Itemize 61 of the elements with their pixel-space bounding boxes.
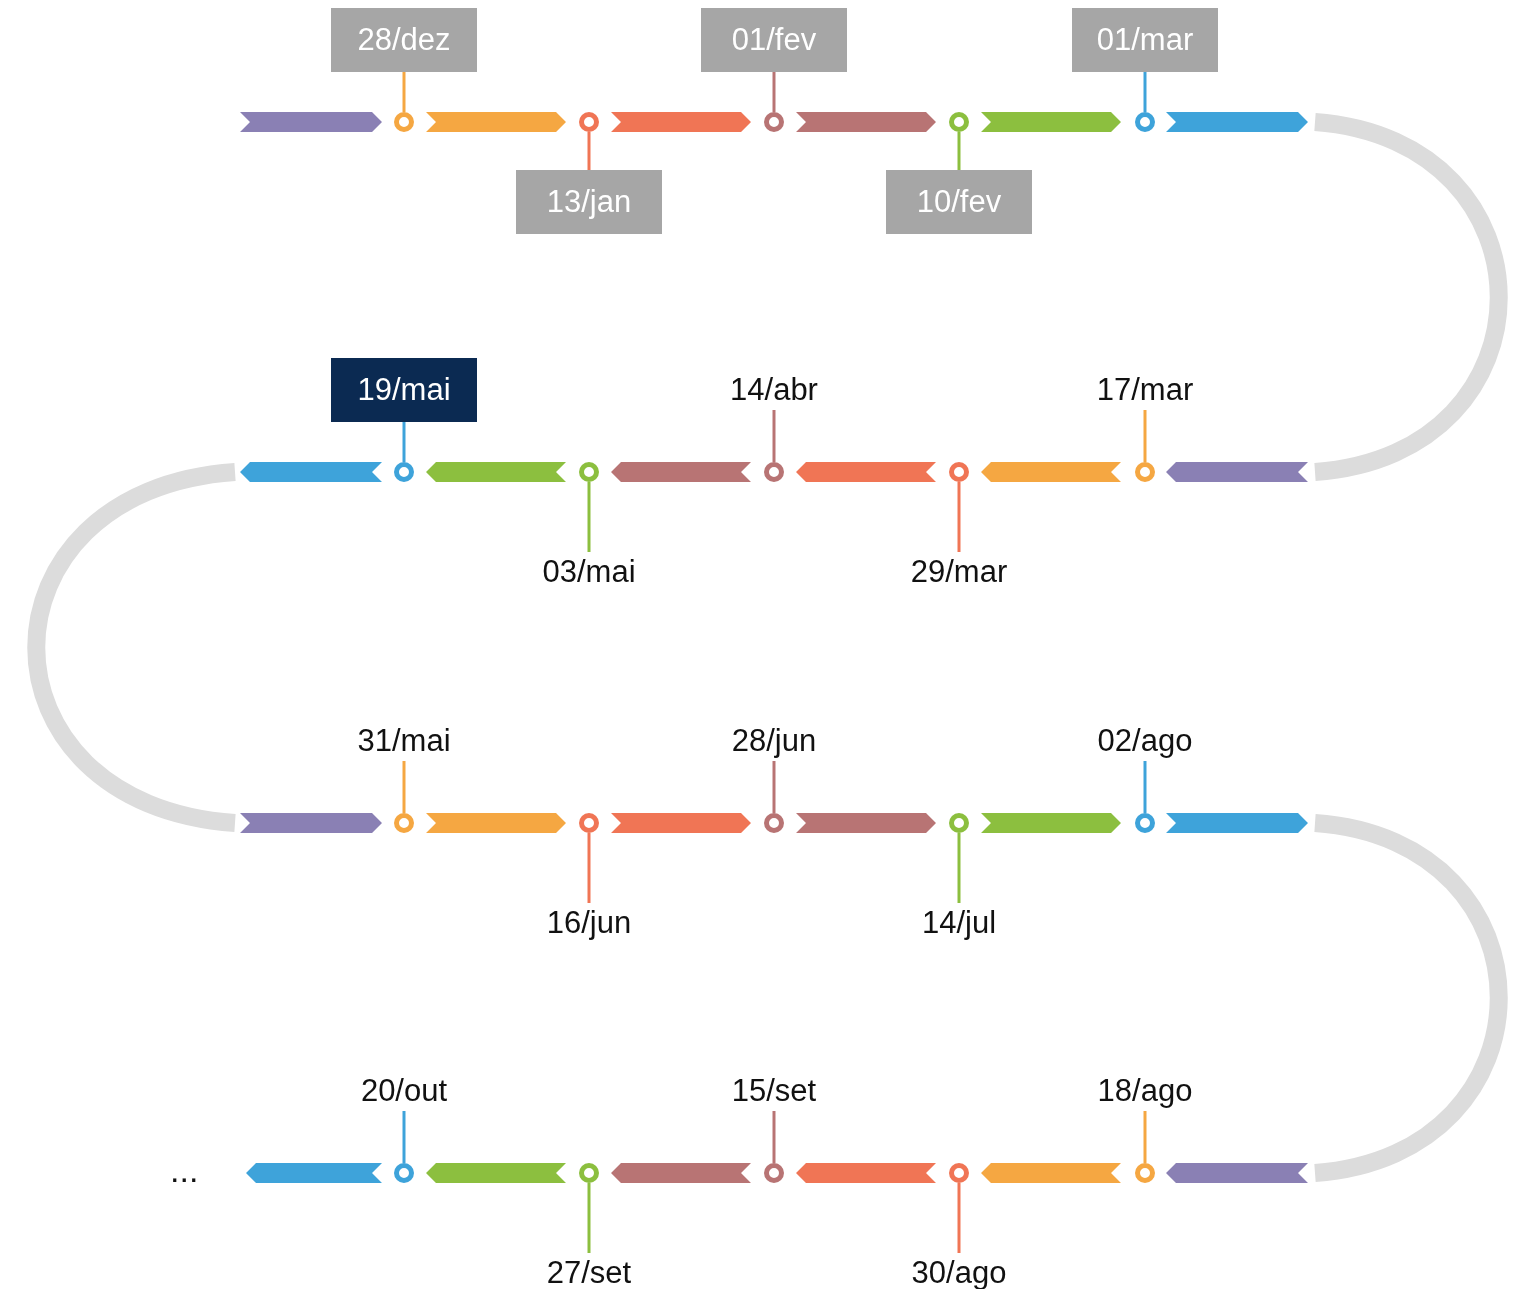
date-tag: 13/jan xyxy=(516,170,662,234)
pin-marker xyxy=(1135,813,1155,833)
date-label: 15/set xyxy=(709,1071,839,1111)
pin-marker xyxy=(949,1163,969,1183)
pin-stem xyxy=(587,482,591,552)
pin-marker xyxy=(949,813,969,833)
pin-stem xyxy=(587,1183,591,1253)
date-tag: 01/mar xyxy=(1072,8,1218,72)
pin-stem xyxy=(1143,1111,1147,1163)
pin-marker xyxy=(1135,462,1155,482)
pin-marker xyxy=(579,813,599,833)
pin-marker xyxy=(579,1163,599,1183)
pin-marker xyxy=(394,1163,414,1183)
pin-marker xyxy=(394,813,414,833)
date-label: 17/mar xyxy=(1080,370,1210,410)
date-label: 16/jun xyxy=(524,903,654,943)
date-label: 14/jul xyxy=(894,903,1024,943)
ellipsis-label: ... xyxy=(170,1150,199,1190)
pin-marker xyxy=(949,112,969,132)
pin-marker xyxy=(764,1163,784,1183)
pin-stem xyxy=(957,1183,961,1253)
pin-marker xyxy=(579,112,599,132)
date-label: 29/mar xyxy=(894,552,1024,592)
date-label: 18/ago xyxy=(1080,1071,1210,1111)
pin-stem xyxy=(1143,761,1147,813)
pin-marker xyxy=(394,462,414,482)
pin-marker xyxy=(394,112,414,132)
pin-stem xyxy=(1143,410,1147,462)
date-label: 31/mai xyxy=(339,721,469,761)
pin-stem xyxy=(587,132,591,170)
pin-stem xyxy=(1143,72,1147,112)
pin-stem xyxy=(772,410,776,462)
pin-stem xyxy=(772,761,776,813)
date-label: 03/mai xyxy=(524,552,654,592)
pin-marker xyxy=(1135,1163,1155,1183)
pin-stem xyxy=(402,422,406,462)
pin-marker xyxy=(764,813,784,833)
pin-stem xyxy=(957,833,961,903)
date-label: 14/abr xyxy=(709,370,839,410)
pin-stem xyxy=(772,1111,776,1163)
pin-marker xyxy=(764,112,784,132)
pin-marker xyxy=(579,462,599,482)
pin-stem xyxy=(587,833,591,903)
date-label: 30/ago xyxy=(894,1253,1024,1289)
pin-stem xyxy=(402,1111,406,1163)
pin-stem xyxy=(402,72,406,112)
date-label: 28/jun xyxy=(709,721,839,761)
pin-marker xyxy=(1135,112,1155,132)
date-tag: 19/mai xyxy=(331,358,477,422)
pin-marker xyxy=(764,462,784,482)
date-label: 02/ago xyxy=(1080,721,1210,761)
pin-stem xyxy=(957,482,961,552)
date-tag: 28/dez xyxy=(331,8,477,72)
pin-marker xyxy=(949,462,969,482)
date-label: 27/set xyxy=(524,1253,654,1289)
pin-stem xyxy=(402,761,406,813)
pin-stem xyxy=(772,72,776,112)
date-tag: 01/fev xyxy=(701,8,847,72)
date-tag: 10/fev xyxy=(886,170,1032,234)
date-label: 20/out xyxy=(339,1071,469,1111)
pin-stem xyxy=(957,132,961,170)
